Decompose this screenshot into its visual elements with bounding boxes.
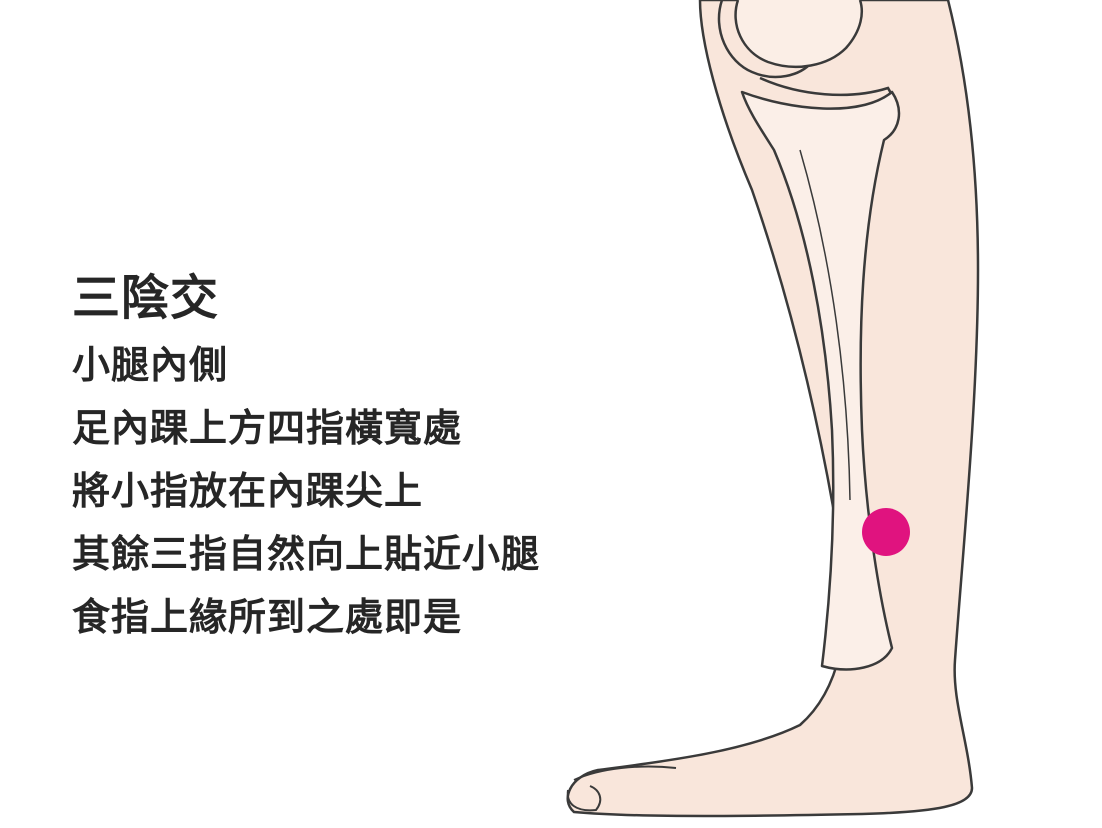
description-line-2: 足內踝上方四指橫寬處 xyxy=(72,406,463,450)
tibia-inner-line xyxy=(799,149,851,501)
toe-outline xyxy=(573,765,677,781)
description-block: 三陰交 小腿內側 足內踝上方四指橫寬處 將小指放在內踝尖上 其餘三指自然向上貼近… xyxy=(72,262,672,649)
acupoint-title: 三陰交 xyxy=(72,270,220,326)
knee-condyle xyxy=(717,0,813,79)
description-line-3: 將小指放在內踝尖上 xyxy=(72,469,424,513)
tibia-bone xyxy=(740,90,901,671)
patella-outline xyxy=(734,0,863,69)
big-toe xyxy=(566,785,602,812)
description-line-5: 食指上緣所到之處即是 xyxy=(72,595,463,639)
description-line-1: 小腿內側 xyxy=(72,343,229,387)
acupoint-marker xyxy=(862,508,910,556)
description-line-4: 其餘三指自然向上貼近小腿 xyxy=(72,532,541,576)
